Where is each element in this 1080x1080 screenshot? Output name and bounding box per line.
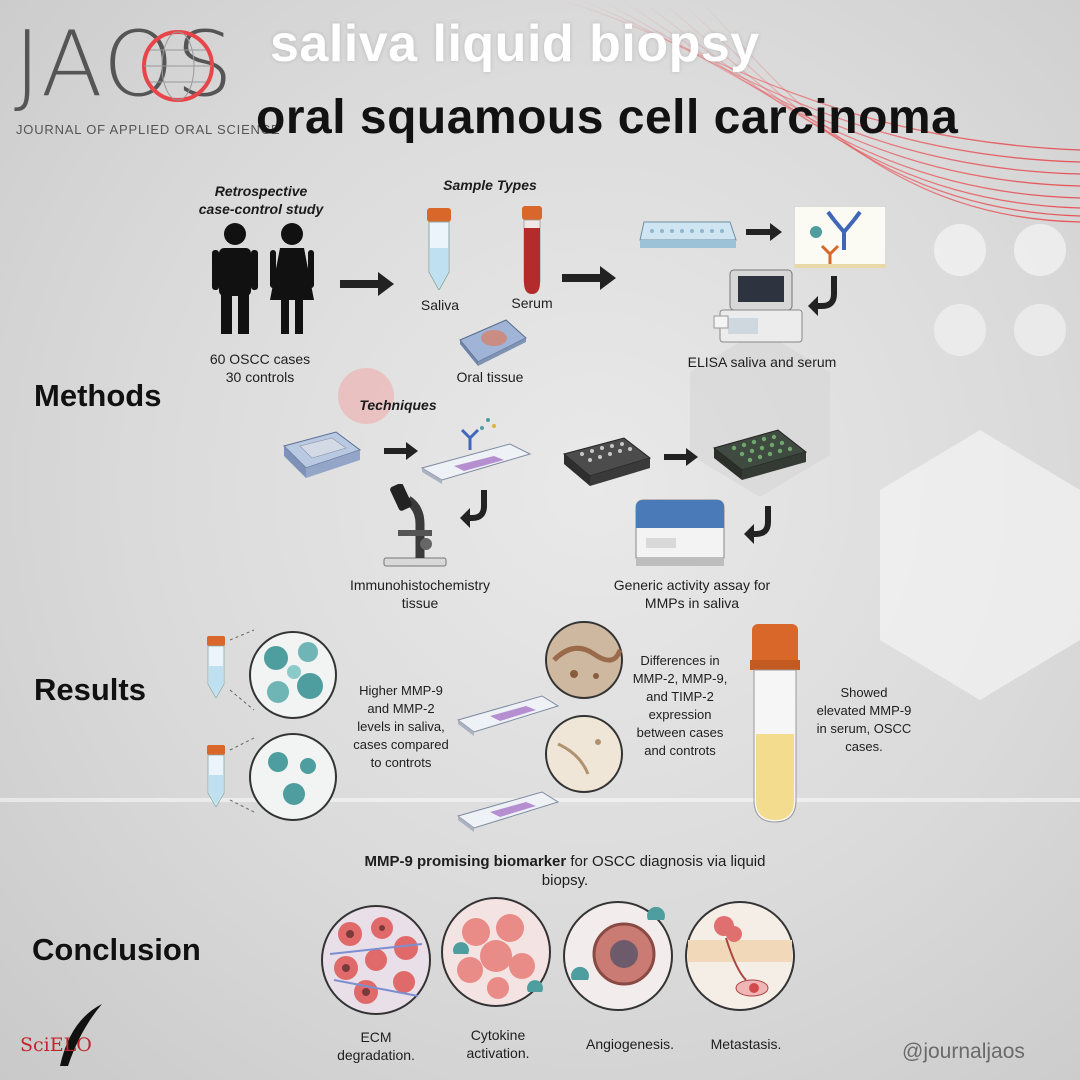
mechanism-label-cytokine: Cytokine activation.	[466, 1027, 530, 1061]
arrow-curved-icon	[744, 506, 771, 544]
microplate-icon	[639, 221, 737, 248]
ihc-tissue-micrograph-circle	[545, 715, 623, 793]
dark-microplate-icon	[562, 437, 652, 486]
participants-label: 60 OSCC cases 30 controls	[209, 351, 311, 385]
title-line-1: saliva liquid biopsy	[270, 15, 760, 73]
mmp-high-cluster-circle	[249, 631, 337, 719]
antibody-diagram-icon	[794, 206, 886, 268]
saliva-tube-icon	[207, 636, 225, 698]
tissue-result-text: Differences in MMP-2, MMP-9, and TIMP-2 …	[632, 653, 728, 758]
elisa-reader-icon	[713, 269, 803, 343]
conclusion-statement-rest: for OSCC diagnosis via liquid biopsy.	[541, 853, 766, 889]
cytokine-activation-circle	[441, 897, 551, 1007]
metastasis-circle	[685, 901, 795, 1011]
saliva-result-text: Higher MMP-9 and MMP-2 levels in saliva,…	[353, 683, 449, 770]
mechanism-label-metastasis: Metastasis.	[710, 1036, 782, 1052]
arrow-right-icon	[562, 266, 616, 290]
saliva-tube-icon	[207, 745, 225, 807]
microscope-icon	[383, 484, 447, 567]
serum-label: Serum	[511, 295, 553, 311]
saliva-label: Saliva	[420, 297, 460, 313]
techniques-heading: Techniques	[359, 397, 437, 413]
ihc-slide-icon	[456, 695, 560, 736]
ihc-tissue-micrograph-circle	[545, 621, 623, 699]
logo-globe-icon	[142, 30, 214, 102]
journal-logo: JAOS JOURNAL OF APPLIED ORAL SCIENCE	[14, 10, 280, 145]
ihc-label: Immunohistochemistry tissue	[349, 577, 491, 611]
conclusion-statement: MMP-9 promising biomarker for OSCC diagn…	[350, 852, 780, 890]
arrow-curved-icon	[460, 490, 487, 528]
arrow-right-icon	[746, 223, 782, 241]
mechanism-label-ecm: ECM degradation.	[337, 1029, 415, 1063]
ihc-slide-icon	[456, 791, 560, 832]
arrow-curved-icon	[808, 276, 837, 316]
study-type-label: Retrospective case-control study	[198, 183, 324, 217]
ecm-degradation-circle	[321, 905, 431, 1015]
mechanism-label-angiogenesis: Angiogenesis.	[586, 1036, 674, 1052]
logo-subtitle: JOURNAL OF APPLIED ORAL SCIENCE	[16, 122, 281, 137]
serum-tube-icon	[522, 206, 542, 294]
logo-letters: JAOS	[14, 12, 235, 117]
ihc-slide-icon	[420, 418, 532, 484]
social-handle[interactable]: @journaljaos	[902, 1040, 1025, 1063]
arrow-right-icon	[384, 442, 418, 460]
arrow-right-icon	[664, 448, 698, 466]
elisa-label: ELISA saliva and serum	[687, 354, 837, 370]
serum-tube-large-icon	[750, 624, 800, 823]
zoom-connector-lines	[229, 629, 255, 813]
oral-tissue-slide-icon	[459, 319, 527, 366]
oral-tissue-label: Oral tissue	[456, 369, 524, 385]
arrow-right-icon	[340, 272, 394, 296]
section-conclusion: Conclusion	[32, 932, 201, 967]
section-methods: Methods	[34, 378, 162, 413]
conclusion-statement-bold: MMP-9 promising biomarker	[364, 853, 567, 870]
people-icon	[212, 223, 314, 334]
angiogenesis-circle	[563, 901, 673, 1011]
saliva-tube-icon	[427, 208, 451, 290]
green-microplate-icon	[712, 429, 808, 480]
sample-types-heading: Sample Types	[443, 177, 537, 193]
tissue-block-icon	[283, 431, 362, 478]
mmp-low-cluster-circle	[249, 733, 337, 821]
scielo-logo: SciELO	[20, 1000, 120, 1070]
section-results: Results	[34, 672, 146, 707]
title-line-2: oral squamous cell carcinoma	[256, 91, 959, 144]
scielo-swoosh-icon	[60, 1004, 102, 1066]
activity-assay-label: Generic activity assay for MMPs in saliv…	[613, 577, 771, 611]
serum-result-text: Showed elevated MMP-9 in serum, OSCC cas…	[816, 685, 912, 754]
plate-reader-icon	[635, 499, 725, 566]
scielo-logo-text: SciELO	[20, 1034, 92, 1056]
